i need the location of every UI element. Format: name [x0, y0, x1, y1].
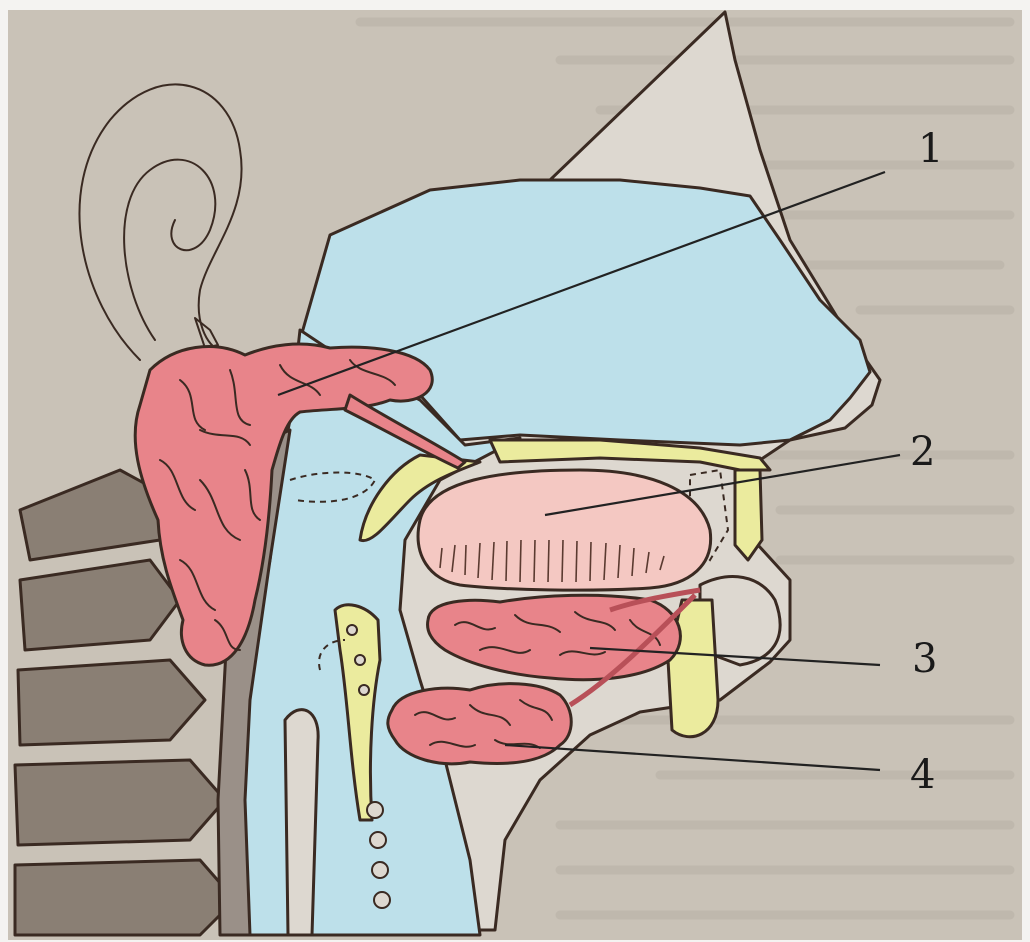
label-1: 1: [918, 126, 943, 172]
label-3: 3: [912, 636, 937, 682]
tongue: [418, 470, 711, 590]
label-2: 2: [910, 429, 935, 475]
esophagus: [285, 710, 318, 935]
label-4: 4: [910, 752, 935, 798]
submandibular-gland: [388, 684, 571, 764]
upper-incisor: [735, 470, 762, 560]
